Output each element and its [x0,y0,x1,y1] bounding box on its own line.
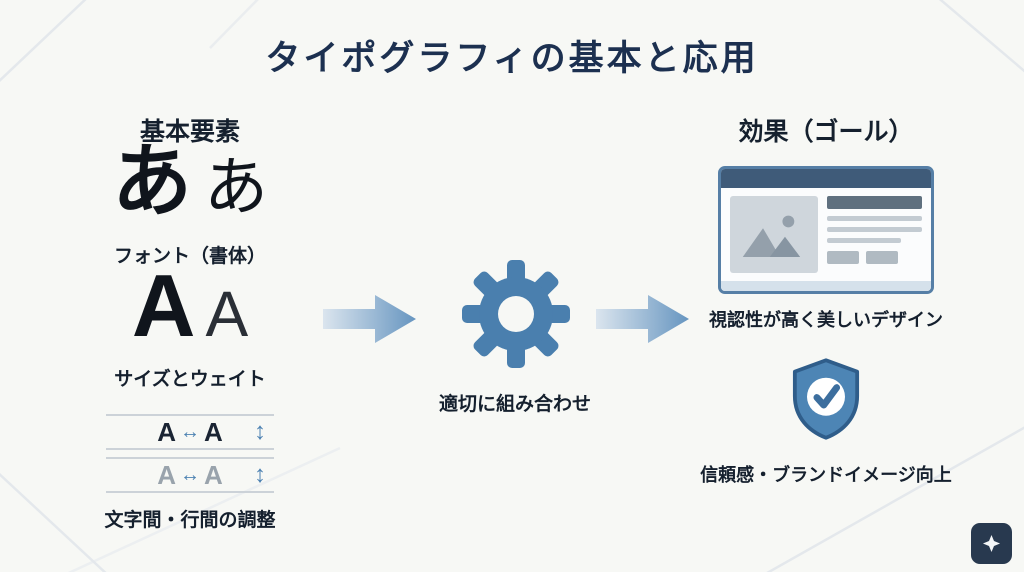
combine-label: 適切に組み合わせ [438,394,591,415]
trust-result-label: 信頼感・ブランドイメージ向上 [700,465,952,485]
spacing-row: A ↔ A ↕ [106,414,274,450]
spacing-letter: A [204,460,223,490]
content-text-line [827,216,922,221]
spacing-label: 文字間・行間の調整 [104,510,276,531]
browser-footer-bar [721,281,931,291]
vertical-arrow-icon: ↕ [254,461,266,488]
effects-heading: 効果（ゴール） [738,118,914,146]
spacing-letter: A [204,417,223,447]
sparkle-icon [982,534,1001,553]
browser-header-bar [721,169,931,188]
spacing-diagram: A ↔ A ↕ A ↔ A ↕ [106,414,274,500]
basic-elements-section: 基本要素 あ あ フォント（書体） A A サイズとウェイト A ↔ A ↕ A… [70,0,310,572]
spacing-row: A ↔ A ↕ [106,457,274,493]
page-title: タイポグラフィの基本と応用 [265,39,759,78]
content-text-line [827,227,922,232]
gear-icon [462,260,570,368]
button-placeholder [866,251,898,264]
design-result-label: 視認性が高く美しいデザイン [709,310,943,330]
image-placeholder [730,196,818,273]
size-weight-label: サイズとウェイト [114,369,266,390]
font-sample-bold-glyph: あ [112,137,192,226]
image-placeholder-icon [742,215,801,257]
spacing-letter: A [157,417,176,447]
vertical-arrow-icon: ↕ [254,418,266,445]
browser-body [721,188,931,281]
font-sample-regular-glyph: あ [204,151,268,223]
button-placeholder [827,251,859,264]
spacing-letter: A [157,460,176,490]
font-sample: あ あ [70,142,310,222]
size-sample-light-glyph: A [205,278,249,350]
arrow-right-icon [323,295,416,343]
arrow-right-icon [596,295,689,343]
shield-check-icon [792,358,860,440]
horizontal-arrow-icon: ↔ [180,464,200,486]
size-sample-bold-glyph: A [131,256,196,355]
content-text-block [827,196,922,273]
button-placeholder-row [827,251,922,264]
size-weight-sample: A A [70,262,310,350]
horizontal-arrow-icon: ↔ [180,421,200,443]
effects-section: 効果（ゴール） [692,0,960,572]
content-text-line [827,238,902,243]
browser-mockup [718,166,934,294]
content-heading-bar [827,196,922,209]
font-label: フォント（書体） [113,246,266,267]
logo-badge [971,523,1012,564]
basic-elements-heading: 基本要素 [139,118,240,146]
